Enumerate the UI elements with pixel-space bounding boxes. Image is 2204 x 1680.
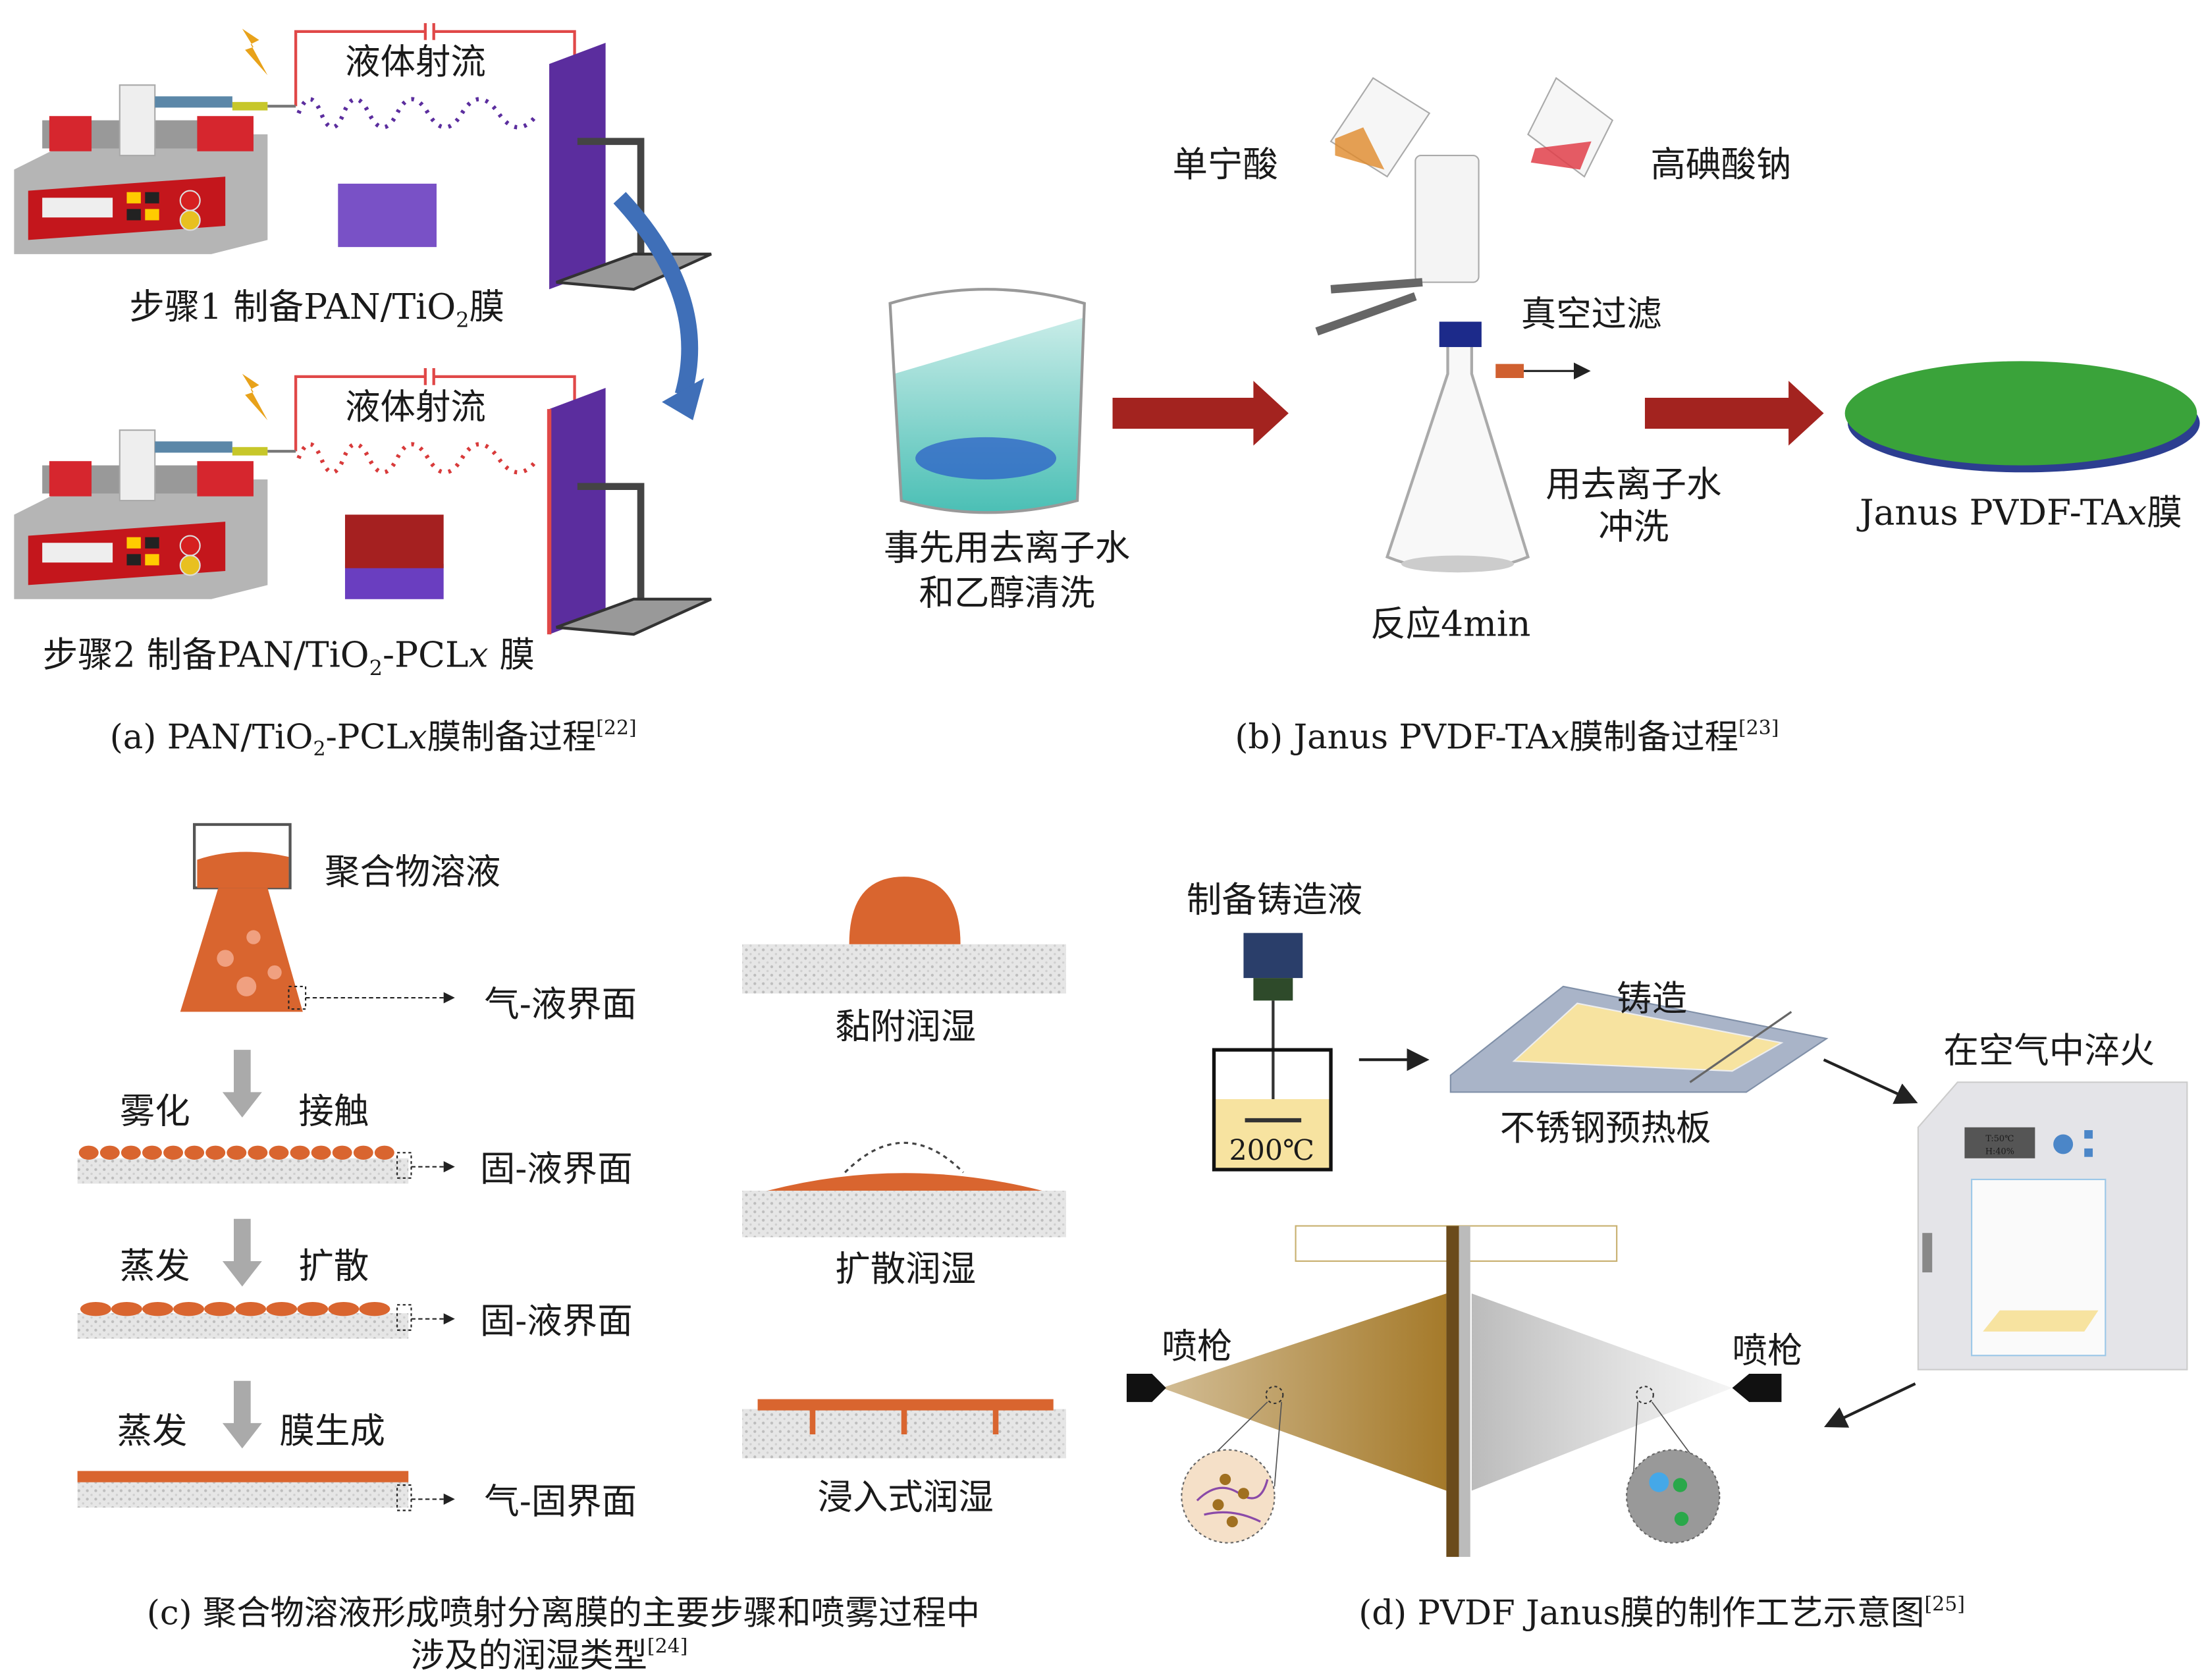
magnified-particles-right [1626,1449,1721,1544]
collector-plate [549,43,606,290]
rinse-label-1: 用去离子水 [1545,464,1721,505]
temperature-label: 200℃ [1229,1134,1314,1167]
spray-gun-left-label: 喷枪 [1162,1326,1232,1367]
spray-gun-left-icon [1126,1374,1166,1402]
oven: T:50℃ H:40% [1917,1081,2188,1370]
preclean-label-1: 事先用去离子水 [884,527,1130,568]
fiber-mat-pan [338,183,437,248]
vacuum-filter-label: 真空过滤 [1521,293,1662,335]
formed-film [77,1471,409,1482]
spreading-wetting-label: 扩散润湿 [835,1248,976,1289]
film-form-label: 膜生成 [280,1410,385,1451]
next-step-arrow [613,192,699,398]
power-circuit [294,30,576,107]
substrate-strip-1 [77,1158,409,1184]
spray-cone-right [1471,1293,1733,1491]
substrate-strip-3 [77,1482,409,1508]
magnified-particles-left [1181,1449,1276,1544]
down-arrow-2 [222,1218,262,1287]
syringe-pump [14,84,296,254]
membrane-substrate [1446,1226,1459,1558]
down-arrow-1 [222,1050,262,1118]
adhesion-wetting-label: 黏附润湿 [835,1006,976,1047]
sodium-periodate-label: 高碘酸钠 [1651,144,1792,185]
panel-b: 单宁酸 高碘酸钠 真空过滤 用去离子水 冲洗 反应4min 事先用去离子水 和乙… [884,76,2200,757]
step2-label: 步骤2 制备PAN/TiO2-PCLx 膜 [43,634,535,680]
caption-a: (a) PAN/TiO2-PCLx膜制备过程[22] [110,717,637,761]
caption-d: (d) PVDF Janus膜的制作工艺示意图[25] [1358,1592,1965,1633]
gas-solid-label: 气-固界面 [484,1480,637,1522]
preclean-label-2: 和乙醇清洗 [919,572,1095,613]
rinse-label-2: 冲洗 [1598,506,1669,547]
lightning-icon [242,373,268,421]
fiber-mat-pcl [344,564,444,599]
caption-c-line1: (c) 聚合物溶液形成喷射分离膜的主要步骤和喷雾过程中 [147,1594,980,1633]
quench-label: 在空气中淬火 [1943,1029,2155,1071]
panel-c: 聚合物溶液 气-液界面 雾化 接触 固-液界面 蒸发 扩散 固-液界面 蒸发 膜… [77,823,1066,1675]
spreading-substrate [742,1191,1066,1237]
jet-label-2: 液体射流 [345,386,486,427]
step1-label: 步骤1 制备PAN/TiO2膜 [129,286,504,333]
oven-display-humidity: H:40% [1985,1147,2014,1156]
product-label: Janus PVDF-TAx膜 [1856,491,2182,533]
stirrer-motor [1243,933,1303,979]
solid-liquid-label-1: 固-液界面 [480,1148,633,1189]
spray-hopper [180,823,455,1012]
spray-cone-left [1162,1293,1447,1491]
panel-d: 200℃ T:50℃ H:40% 制备铸造液 铸造 不锈钢预热板 在空气中淬火 … [1126,879,2188,1633]
spray-gun-right-label: 喷枪 [1733,1330,1803,1371]
droplets-2 [80,1301,390,1316]
red-arrow-2 [1644,381,1824,446]
plate-label: 不锈钢预热板 [1500,1107,1711,1149]
casting-label: 铸造 [1617,977,1687,1019]
panel-a: 液体射流 步骤1 制备PAN/TiO2膜 液体射流 步骤2 制备PAN/TiO2… [14,23,712,761]
janus-membrane [1844,361,2197,466]
oven-display-temp: T:50℃ [1985,1134,2014,1144]
caption-b: (b) Janus PVDF-TAx膜制备过程[23] [1235,717,1779,757]
casting-beaker [1212,1048,1333,1172]
electrospinning-setup-2 [14,368,712,636]
adhesion-substrate [742,944,1066,994]
jet-label-1: 液体射流 [345,41,486,82]
atomize-label: 雾化 [120,1090,190,1131]
droplets-1 [78,1145,394,1160]
down-arrow-3 [222,1380,262,1449]
adhesion-drop [849,877,961,944]
contact-label: 接触 [298,1090,369,1131]
beaker [888,288,1086,514]
prepare-casting-label: 制备铸造液 [1187,879,1362,921]
reaction-label: 反应4min [1370,603,1530,644]
lightning-icon [242,28,268,76]
jet-fiber [296,97,540,130]
gas-liquid-label: 气-液界面 [484,983,637,1025]
polymer-solution-label: 聚合物溶液 [325,851,500,892]
vacuum-flask [1315,76,1614,573]
caption-c-line2: 涉及的润湿类型[24] [411,1635,688,1675]
solid-liquid-label-2: 固-液界面 [480,1300,633,1341]
spread-label: 扩散 [298,1245,369,1287]
evaporate-label-2: 蒸发 [117,1410,188,1451]
immersion-wetting-label: 浸入式润湿 [818,1476,994,1517]
substrate-strip-2 [77,1313,409,1339]
evaporate-label-1: 蒸发 [120,1245,190,1287]
red-arrow-1 [1112,381,1289,446]
tannic-acid-label: 单宁酸 [1172,144,1277,185]
spray-gun-right-icon [1732,1374,1782,1402]
